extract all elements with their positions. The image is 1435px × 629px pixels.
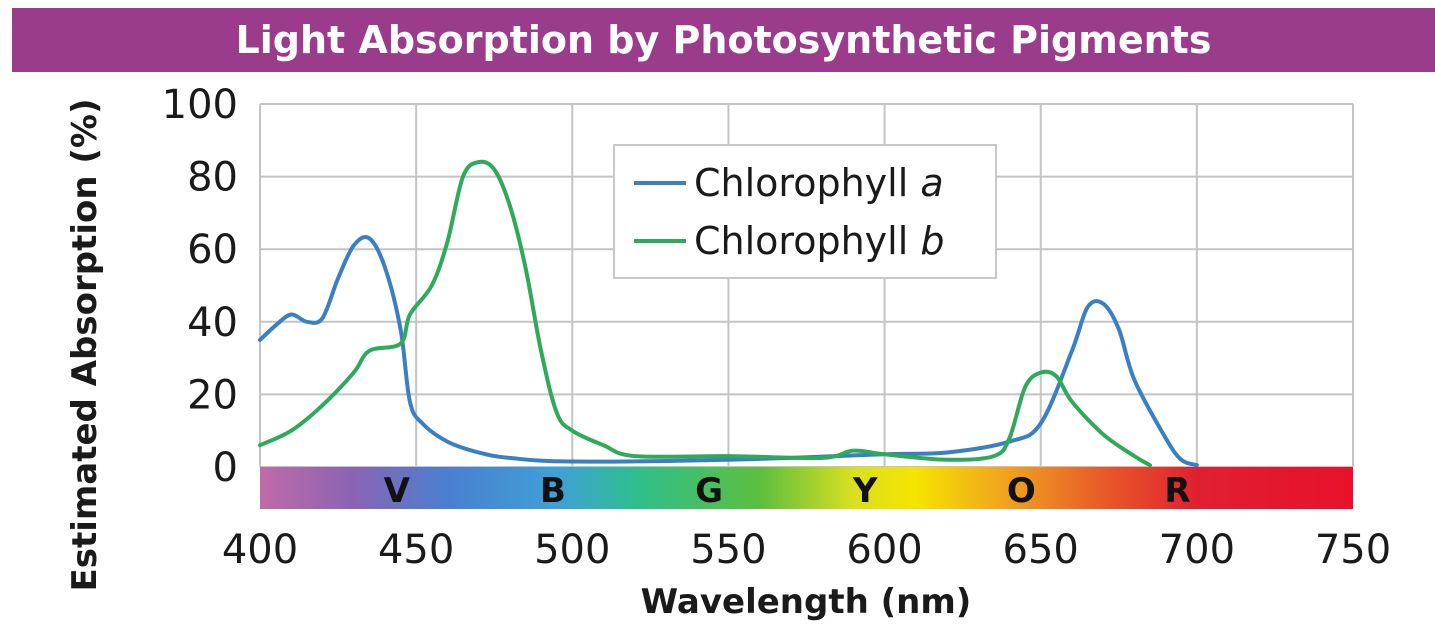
spectrum-letter-g: G <box>695 471 723 511</box>
x-tick-labels: 400 450 500 550 600 650 700 750 <box>222 527 1391 573</box>
y-tick-labels: 0 20 40 60 80 100 <box>162 82 238 491</box>
spectrum-letter-r: R <box>1164 471 1190 511</box>
legend-label-main: Chlorophyll <box>694 161 920 205</box>
legend-label-main: Chlorophyll <box>694 219 920 263</box>
series-line-chlorophyll-a <box>258 234 1199 468</box>
y-tick-label: 40 <box>187 300 238 346</box>
series-lines <box>258 159 1199 468</box>
spectrum-letter-o: O <box>1007 471 1036 511</box>
y-tick-label: 60 <box>187 227 238 273</box>
spectrum-letter-y: Y <box>852 471 878 511</box>
x-tick-label: 750 <box>1315 527 1391 573</box>
legend-label-chlorophyll-a: Chlorophyll a <box>694 161 944 205</box>
chart-title: Light Absorption by Photosynthetic Pigme… <box>12 8 1435 72</box>
spectrum-letter-b: B <box>540 471 566 511</box>
y-tick-label: 100 <box>162 82 238 128</box>
spectrum-letter-v: V <box>384 471 411 511</box>
y-tick-label: 0 <box>213 445 238 491</box>
x-tick-label: 400 <box>222 527 298 573</box>
x-tick-label: 700 <box>1159 527 1235 573</box>
x-tick-label: 500 <box>534 527 610 573</box>
legend-box <box>613 144 997 279</box>
x-axis-title: Wavelength (nm) <box>641 582 972 622</box>
legend-label-italic: a <box>920 161 943 205</box>
y-tick-label: 80 <box>187 155 238 201</box>
series-line-chlorophyll-b <box>258 159 1153 468</box>
x-tick-label: 650 <box>1003 527 1079 573</box>
x-tick-label: 450 <box>378 527 454 573</box>
x-tick-label: 550 <box>690 527 766 573</box>
y-axis-title: Estimated Absorption (%) <box>65 98 105 591</box>
visible-spectrum-band <box>260 467 1353 509</box>
x-tick-label: 600 <box>846 527 922 573</box>
y-tick-label: 20 <box>187 372 238 418</box>
legend-label-italic: b <box>920 219 944 263</box>
legend-label-chlorophyll-b: Chlorophyll b <box>694 219 944 263</box>
